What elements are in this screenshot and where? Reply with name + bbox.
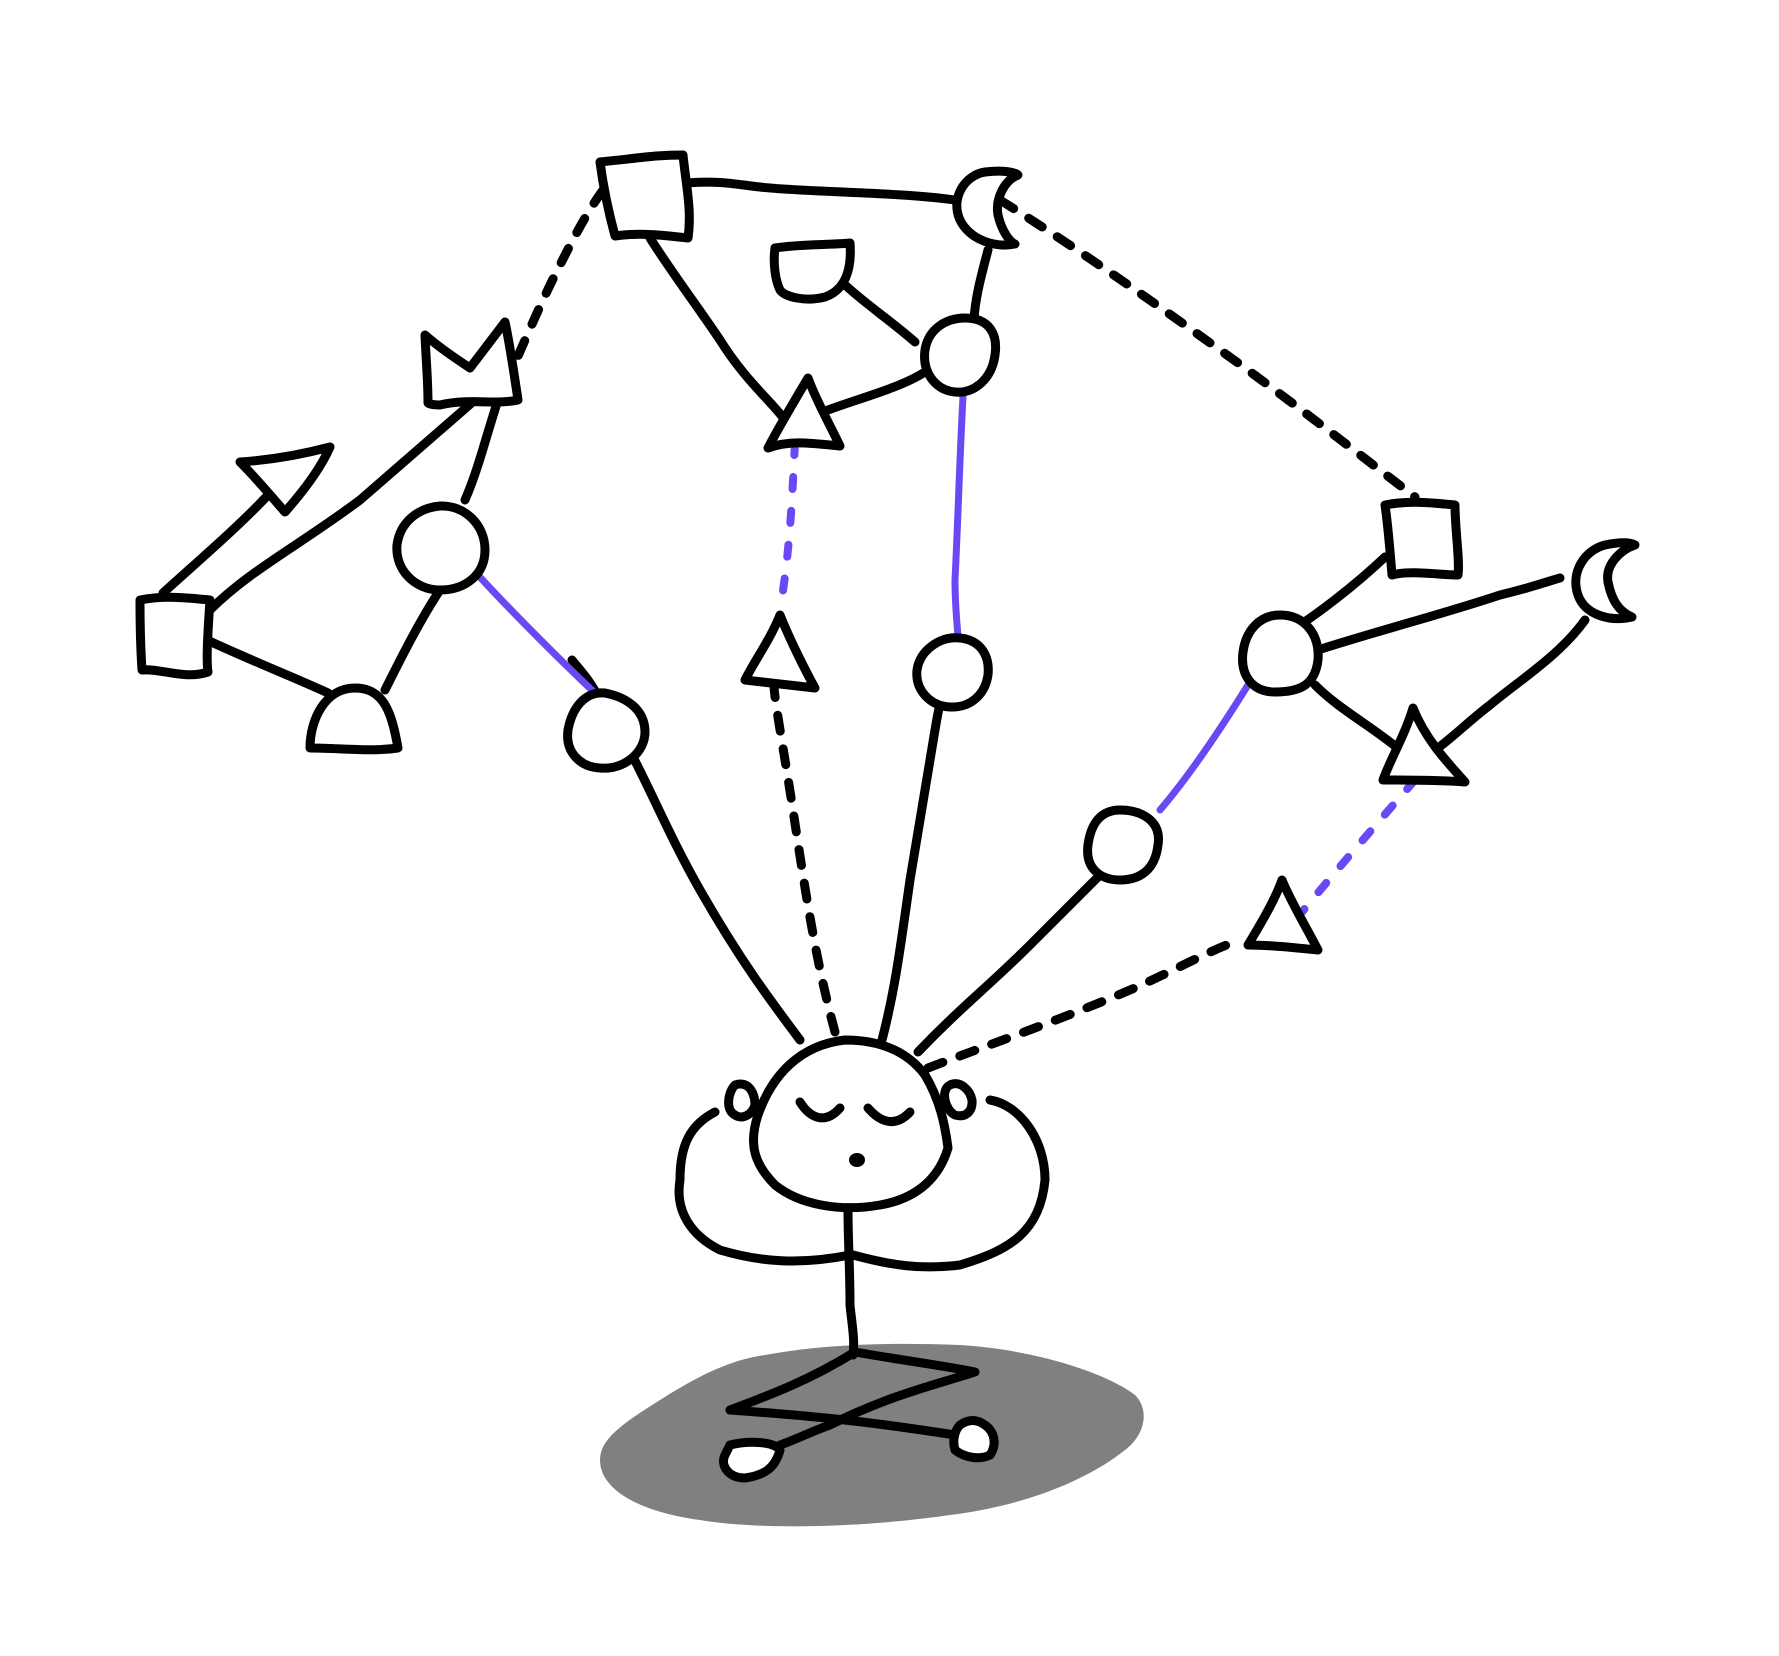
link-accent-right (1156, 681, 1252, 814)
person-torso (843, 1205, 859, 1360)
circle-node-d (1083, 805, 1163, 885)
link-accent-dotted-center (776, 439, 799, 614)
circle-node-left (392, 501, 490, 595)
link-accent-dotted-right (1298, 776, 1419, 916)
link-square-right-to-circle-right (1295, 552, 1390, 630)
link-accent-left (474, 571, 599, 697)
link-circle-right-to-moon-right (1313, 573, 1565, 655)
crown-node (420, 317, 523, 410)
person-hand-left (724, 1079, 760, 1122)
network-links (158, 177, 1590, 1073)
link-moon-to-circle-b (969, 245, 993, 325)
link-moon-right-to-triangle-right (1430, 615, 1590, 755)
moon-node-right (1571, 538, 1640, 624)
link-head-to-triangle-right (923, 935, 1245, 1073)
triangle-node-center-top (763, 373, 845, 453)
bowl-node-left (305, 683, 403, 755)
circle-node-c (912, 633, 993, 712)
square-node-top (595, 150, 694, 243)
person-head (748, 1035, 953, 1213)
square-node-left (135, 592, 215, 680)
triangle-node-right-lower (1243, 875, 1323, 955)
link-head-to-circle-c (877, 691, 950, 1045)
person-arm-left (674, 1107, 855, 1266)
link-head-to-circle-d (913, 870, 1105, 1057)
network-nodes (135, 150, 1640, 955)
link-circle-left-to-bowl-left (380, 585, 445, 695)
link-head-to-triangle-center (769, 675, 840, 1037)
link-bowl-to-circle-b (837, 277, 920, 347)
square-node-right (1380, 497, 1463, 580)
person-arm-right (848, 1095, 1050, 1272)
link-square-left-to-flag (158, 490, 273, 598)
circle-node-right (1238, 610, 1323, 697)
flag-node (235, 442, 335, 517)
ground-shadow (600, 1343, 1144, 1527)
person-eye-left (795, 1097, 845, 1123)
link-crown-to-square-left (205, 395, 480, 615)
link-square-top-to-triangle (645, 233, 790, 425)
person-leg-right (725, 1347, 960, 1440)
link-square-top-to-moon (681, 177, 960, 205)
link-crown-to-circle-left (460, 395, 503, 505)
triangle-node-center (740, 610, 820, 693)
bowl-node-top (769, 238, 855, 304)
person-hand-right (940, 1079, 977, 1121)
link-triangle-to-circle-b (823, 367, 930, 415)
link-accent-center-vertical (951, 393, 967, 644)
link-circle-right-to-triangle-right (1310, 680, 1405, 755)
circle-node-a (563, 688, 650, 773)
meditating-person (674, 1035, 1050, 1483)
link-square-top-to-crown (507, 185, 608, 375)
moon-node-top (952, 166, 1023, 250)
person-leg-left (775, 1347, 980, 1450)
link-square-left-to-bowl-left (202, 635, 333, 698)
circle-node-b (920, 313, 1001, 397)
person-foot-right (949, 1416, 999, 1463)
person-foot-left (719, 1437, 785, 1483)
person-mouth (849, 1153, 865, 1167)
person-eye-right (863, 1103, 915, 1126)
triangle-node-right-upper (1378, 703, 1470, 787)
link-moon-to-square-right (995, 195, 1420, 502)
